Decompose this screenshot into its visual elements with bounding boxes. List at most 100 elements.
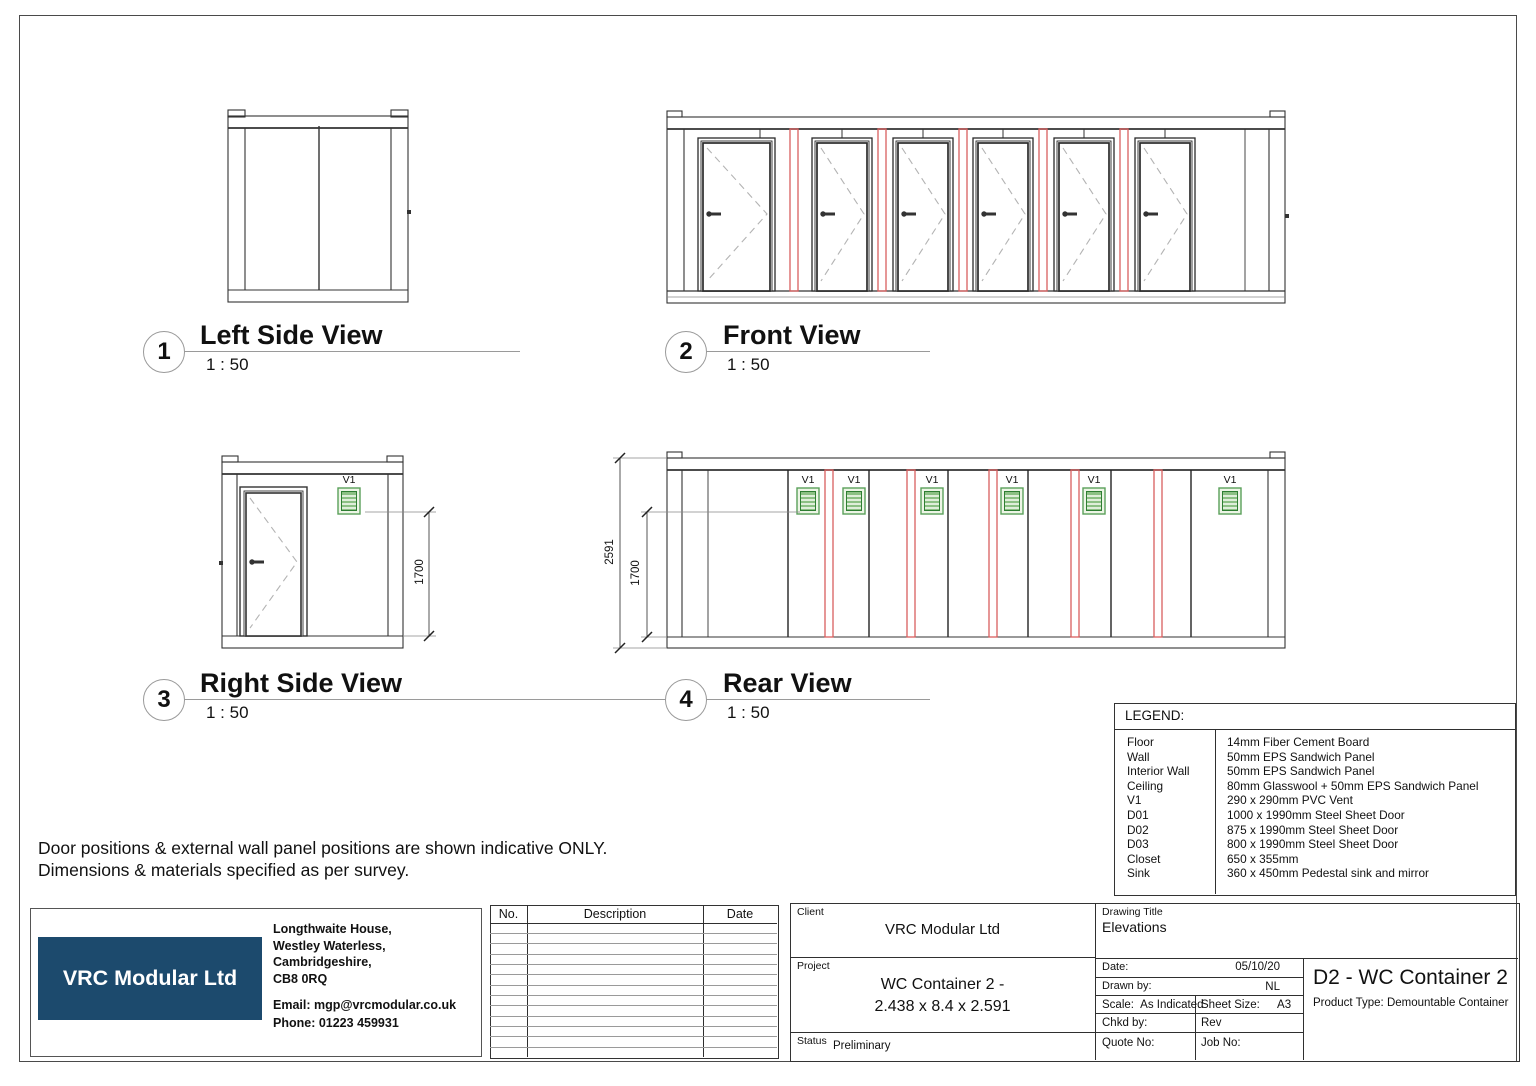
vent-label: V1 [925, 474, 939, 486]
vent-v1-icon [920, 487, 944, 515]
title-block-divider [1095, 903, 1096, 1060]
revision-divider [527, 905, 528, 1057]
note-line-1: Door positions & external wall panel pos… [38, 838, 608, 858]
company-box [30, 908, 482, 1057]
title-block-line [1095, 995, 1303, 996]
legend-value: 50mm EPS Sandwich Panel [1227, 749, 1375, 764]
revision-row-line [490, 985, 777, 986]
drawn-by-value: NL [1265, 981, 1280, 993]
sheet-border [19, 15, 1517, 1062]
caption-underline [184, 351, 520, 352]
revision-row-line [490, 1026, 777, 1027]
door-d02 [811, 137, 873, 292]
vent-v1-icon [1000, 487, 1024, 515]
vent-label: V1 [1223, 474, 1237, 486]
product-type: Product Type: Demountable Container [1313, 997, 1509, 1009]
drawing-title-label: Drawing Title [1102, 906, 1163, 918]
revision-row-line [490, 1005, 777, 1006]
legend-key: D01 [1127, 807, 1149, 822]
revision-row-line [490, 1047, 777, 1048]
vent-v1-icon [337, 487, 361, 515]
address-line: Westley Waterless, [273, 938, 386, 953]
revision-row-line [490, 974, 777, 975]
vent-v1-icon [1218, 487, 1242, 515]
revision-row-line [490, 954, 777, 955]
legend-value: 1000 x 1990mm Steel Sheet Door [1227, 807, 1405, 822]
view-scale-front: 1 : 50 [727, 355, 770, 374]
latch-mark [219, 561, 223, 565]
legend-box [1114, 703, 1516, 896]
door-d02 [1134, 137, 1196, 292]
legend-value: 875 x 1990mm Steel Sheet Door [1227, 822, 1399, 837]
chkd-by-value: Rev [1201, 1017, 1222, 1029]
view-number-4: 4 [665, 679, 707, 721]
vent-v1-icon [796, 487, 820, 515]
panel-strips-red [824, 469, 1163, 638]
legend-divider [1215, 729, 1216, 894]
legend-value: 80mm Glasswool + 50mm EPS Sandwich Panel [1227, 778, 1479, 793]
legend-keys: Floor Wall Interior Wall Ceiling V1 D01 … [1127, 735, 1190, 881]
view-number-2: 2 [665, 331, 707, 373]
address-line: Cambridgeshire, [273, 955, 372, 969]
status-value: Preliminary [833, 1040, 891, 1052]
left-side-view-drawing [227, 109, 411, 303]
project-line-2: 2.438 x 8.4 x 2.591 [874, 998, 1011, 1015]
scale-label: Scale: [1102, 999, 1134, 1011]
door-d01 [697, 137, 776, 292]
vent-v1-icon [1082, 487, 1106, 515]
chkd-by-label: Chkd by: [1102, 1017, 1148, 1029]
view-title-left: Left Side View [200, 320, 383, 350]
dim-text-2591: 2591 [604, 539, 616, 565]
legend-key: V1 [1127, 793, 1142, 808]
date-value: 05/10/20 [1235, 961, 1280, 973]
legend-key: Ceiling [1127, 778, 1164, 793]
company-logo-text: VRC Modular Ltd [62, 966, 238, 990]
legend-values: 14mm Fiber Cement Board 50mm EPS Sandwic… [1227, 735, 1478, 881]
revision-row-line [490, 995, 777, 996]
project-line-1: WC Container 2 - [880, 976, 1005, 993]
door-d01 [239, 486, 308, 637]
view-title-front: Front View [723, 320, 861, 350]
sheet-size-label: Sheet Size: [1201, 999, 1260, 1011]
client-value: VRC Modular Ltd [884, 921, 1001, 938]
rear-view-drawing [613, 451, 1286, 654]
revision-row-line [490, 964, 777, 965]
revision-row-line [490, 943, 777, 944]
right-side-view-drawing [219, 455, 436, 649]
title-block-line [790, 957, 1095, 958]
view-scale-rear: 1 : 50 [727, 703, 770, 722]
panel-strips-red [789, 128, 1129, 292]
address-line: CB8 0RQ [273, 971, 328, 986]
caption-underline [184, 699, 774, 700]
door-d02 [972, 137, 1034, 292]
revision-header-line [490, 923, 777, 924]
title-block-line [1095, 977, 1303, 978]
company-email: Email: mgp@vrcmodular.co.uk [273, 998, 457, 1012]
title-block [790, 903, 1520, 1062]
legend-key: Closet [1127, 851, 1161, 866]
drawing-number: D2 - WC Container 2 [1313, 966, 1508, 989]
vent-label: V1 [1005, 474, 1019, 486]
title-block-line [790, 1032, 1303, 1033]
revision-row-line [490, 933, 777, 934]
legend-value: 14mm Fiber Cement Board [1227, 735, 1370, 749]
date-label: Date: [1102, 961, 1129, 973]
legend-header-line [1114, 729, 1515, 730]
dim-text-1700-rear: 1700 [630, 560, 642, 586]
vent-v1-icon [842, 487, 866, 515]
sheet-size-row: Sheet Size: A3 [1201, 999, 1291, 1011]
revision-col-no: No. [498, 907, 519, 921]
drawing-title-value: Elevations [1102, 919, 1167, 935]
quote-no-label: Quote No: [1102, 1037, 1155, 1049]
view-title-rear: Rear View [723, 668, 852, 698]
scale-value: As Indicated [1140, 999, 1204, 1011]
front-view-drawing [666, 110, 1289, 304]
dim-text-1700-right: 1700 [414, 559, 426, 585]
vent-label: V1 [801, 474, 815, 486]
vent-label: V1 [1087, 474, 1101, 486]
legend-key: Floor [1127, 735, 1154, 749]
legend-value: 800 x 1990mm Steel Sheet Door [1227, 837, 1399, 852]
legend-value: 290 x 290mm PVC Vent [1227, 793, 1353, 808]
note-line-2: Dimensions & materials specified as per … [38, 860, 410, 880]
